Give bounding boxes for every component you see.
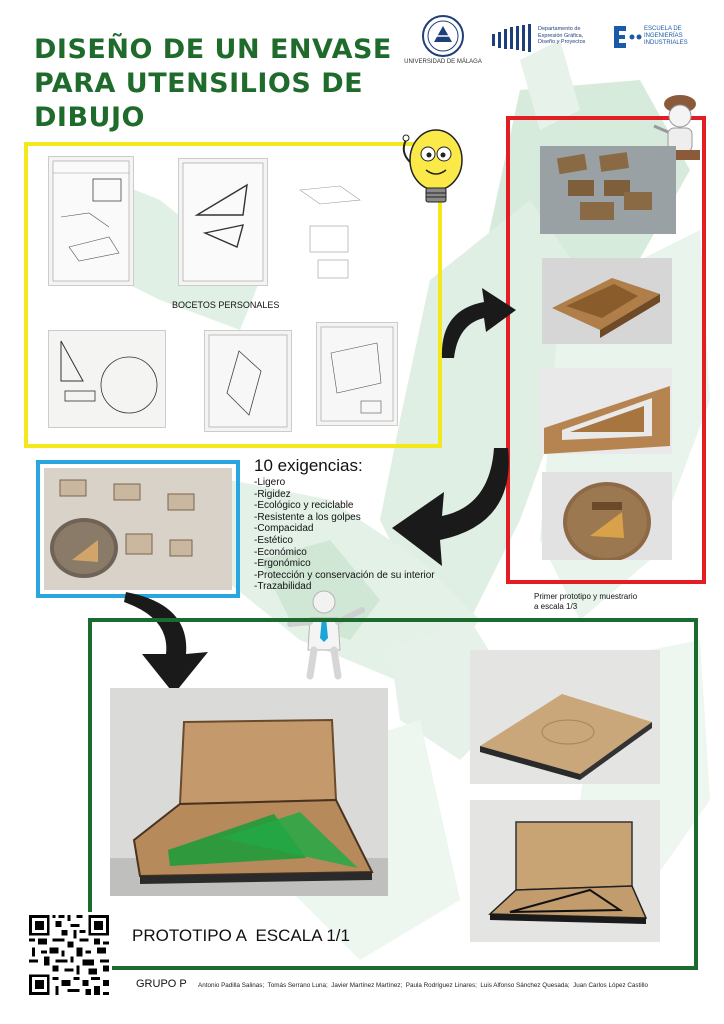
final-prototype-frame: [88, 618, 698, 970]
lightbulb-mascot-icon: [402, 129, 463, 203]
university-name: UNIVERSIDAD DE MÁLAGA: [404, 59, 482, 65]
requirement-item: -Compacidad: [254, 523, 314, 535]
school-line: INDUSTRIALES: [644, 40, 688, 46]
school-e-icon: [614, 26, 642, 48]
group-label: GRUPO P: [136, 978, 187, 990]
prototype-photo: [542, 472, 672, 560]
sampler-photo: [44, 468, 232, 590]
department-logo: Departamento de Expresión Gráfica, Diseñ…: [492, 22, 592, 56]
university-logo: UNIVERSIDAD DE MÁLAGA: [404, 14, 482, 68]
department-line: Expresión Gráfica,: [538, 32, 584, 39]
school-line: INGENIERÍAS: [644, 33, 683, 39]
requirement-item: -Resistente a los golpes: [254, 511, 361, 523]
sketches-label: BOCETOS PERSONALES: [172, 300, 280, 310]
requirement-item: -Económico: [254, 546, 307, 558]
requirement-item: -Ligero: [254, 477, 286, 488]
curved-arrow-icon: [392, 448, 509, 566]
school-line: ESCUELA DE: [644, 26, 682, 32]
curved-arrow-icon: [124, 592, 208, 694]
curved-arrow-icon: [441, 288, 516, 358]
sketch-image: [178, 158, 268, 286]
prototype-photo: [542, 258, 672, 344]
prototype-caption-line: Primer prototipo y muestrario: [534, 592, 638, 601]
presenter-mascot-icon: [287, 590, 365, 680]
school-logo: ESCUELA DE INGENIERÍAS INDUSTRIALES: [614, 24, 704, 58]
department-line: Departamento de: [538, 26, 581, 32]
university-seal-icon: [422, 15, 464, 57]
poster-title-line-1: DISEÑO DE UN ENVASE: [34, 34, 392, 65]
sketch-image: [316, 322, 398, 426]
department-name: Departamento de Expresión Gráfica, Diseñ…: [538, 26, 585, 46]
requirement-item: -Rigidez: [254, 488, 291, 500]
requirements-heading: 10 exigencias:: [254, 456, 363, 475]
requirement-item: -Trazabilidad: [254, 581, 312, 593]
prototype-caption: Primer prototipo y muestrario a escala 1…: [534, 592, 637, 612]
worker-mascot-icon: [653, 95, 700, 160]
poster-title-line-2: PARA UTENSILIOS DE: [34, 68, 364, 99]
final-prototype-photo: [470, 800, 660, 942]
requirement-item: -Estético: [254, 534, 293, 546]
poster-title-line-3: DIBUJO: [34, 102, 145, 133]
prototype-caption-line: a escala 1/3: [534, 602, 578, 611]
group-members: Antonio Padilla Salinas; Tomás Serrano L…: [198, 982, 649, 989]
sketch-image: [204, 330, 292, 432]
requirements-list: -Ligero -Rigidez -Ecológico y reciclable…: [254, 477, 435, 593]
requirement-item: -Protección y conservación de su interio…: [254, 569, 435, 581]
department-line: Diseño y Proyectos: [538, 39, 586, 45]
qr-code-icon: [26, 912, 112, 998]
requirement-item: -Ergonómico: [254, 558, 311, 570]
sketch-image: [290, 160, 378, 284]
final-prototype-title: PROTOTIPO A ESCALA 1/1: [132, 926, 350, 945]
department-stripes-icon: [492, 24, 531, 52]
sketch-image: [48, 330, 166, 428]
prototype-frame: [506, 116, 706, 584]
prototype-photo: [540, 146, 676, 234]
requirement-item: -Ecológico y reciclable: [254, 500, 354, 512]
final-prototype-photo: [110, 688, 388, 896]
sketch-image: [48, 156, 134, 286]
school-name: ESCUELA DE INGENIERÍAS INDUSTRIALES: [644, 26, 688, 47]
final-prototype-photo: [470, 650, 660, 784]
sketches-frame: [24, 142, 442, 448]
prototype-photo: [540, 368, 672, 454]
